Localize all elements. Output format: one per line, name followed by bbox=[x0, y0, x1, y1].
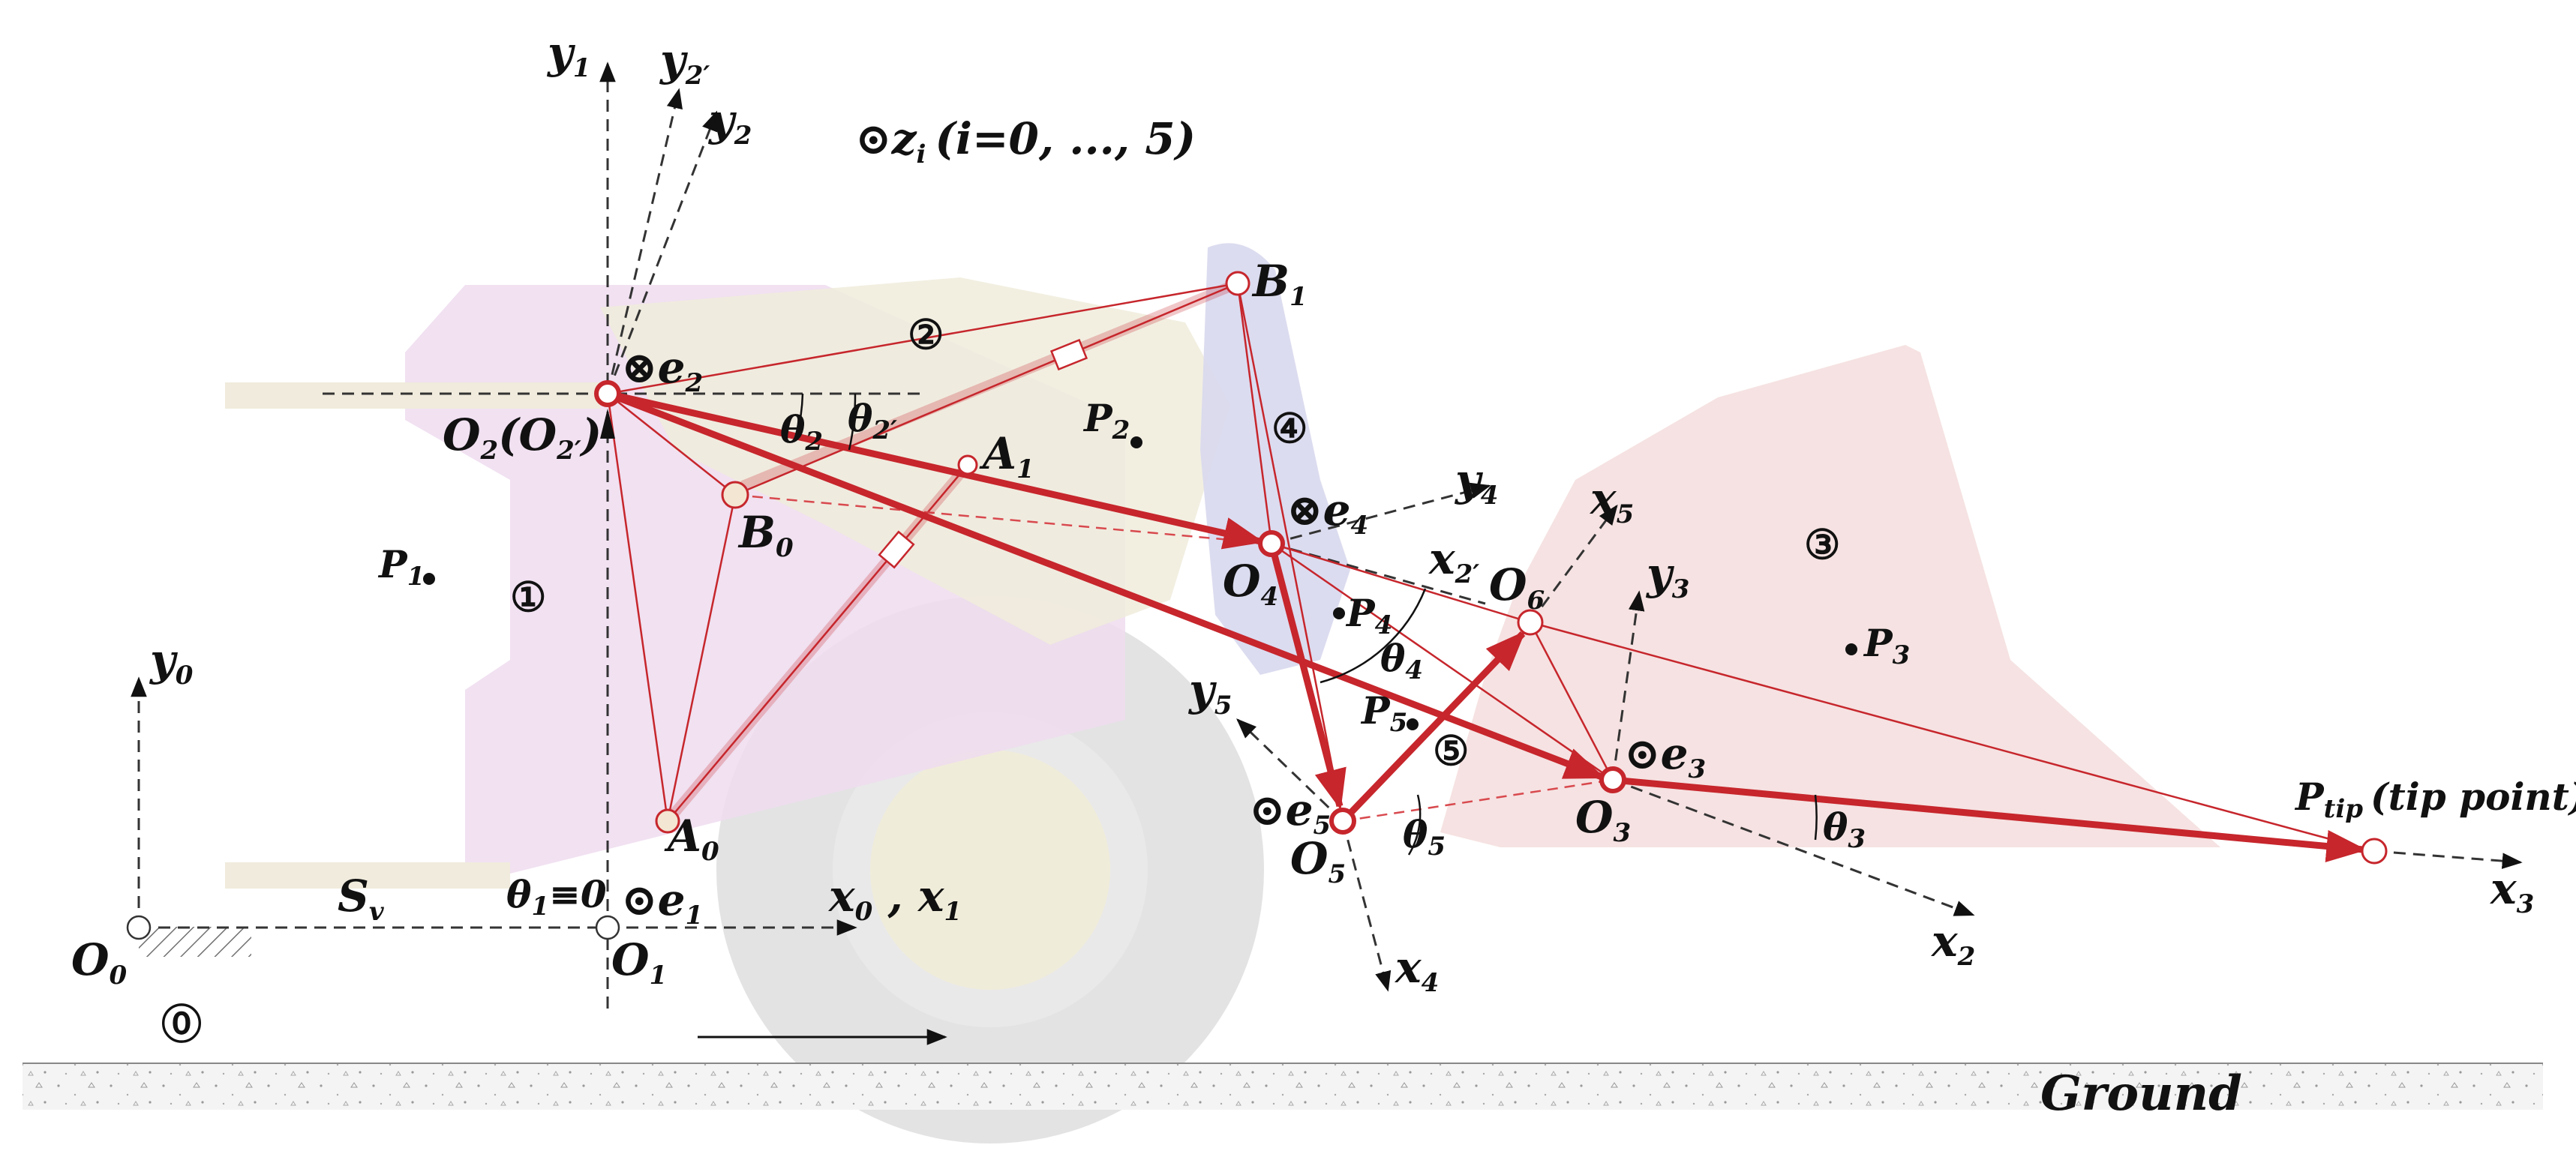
label-Ptip: Ptip(tip point) bbox=[2294, 775, 2576, 824]
axis-y3 bbox=[1611, 590, 1645, 781]
label-e4: ⊗e4 bbox=[1286, 484, 1368, 541]
label-theta1: θ1≡0 bbox=[506, 872, 607, 922]
axis-y2 bbox=[606, 110, 718, 394]
label-zi: ⊙zi(i=0, ..., 5) bbox=[855, 113, 1196, 169]
label-P3: P3 bbox=[1863, 621, 1910, 670]
label-O0: O0 bbox=[71, 934, 128, 991]
label-B0: B0 bbox=[737, 507, 794, 563]
axis-x2p bbox=[1271, 542, 1486, 605]
label-y5: y5 bbox=[1187, 664, 1232, 721]
label-O1: O1 bbox=[611, 934, 667, 991]
label-Sv: Sv bbox=[338, 871, 385, 927]
label-theta2p: θ2′ bbox=[848, 396, 897, 445]
joint-O2-arrow bbox=[600, 409, 615, 439]
axis-x3 bbox=[2373, 850, 2523, 869]
joint-A1 bbox=[957, 454, 978, 475]
joint-A0 bbox=[655, 808, 680, 834]
bold-vectors bbox=[606, 390, 2367, 863]
axis-y2p bbox=[606, 88, 683, 394]
body-3-number: ③ bbox=[1804, 520, 1840, 568]
joint-O6 bbox=[1517, 609, 1544, 636]
body-0-number: ⓪ bbox=[161, 1000, 202, 1048]
body-2-number: ② bbox=[908, 310, 944, 358]
label-P2: P2 bbox=[1082, 396, 1130, 445]
label-x4: x4 bbox=[1394, 942, 1439, 998]
label-y0: y0 bbox=[149, 634, 194, 691]
ground bbox=[23, 1063, 2543, 1110]
body-3-shape bbox=[1440, 345, 2220, 847]
body-4-shape bbox=[1200, 243, 1350, 675]
label-P5: P5 bbox=[1360, 688, 1407, 738]
axis-x5 bbox=[1529, 504, 1618, 623]
label-y4: y4 bbox=[1454, 454, 1498, 511]
label-O2: O2(O2′) bbox=[443, 409, 602, 466]
label-O4: O4 bbox=[1223, 556, 1278, 612]
label-e3: ⊙e3 bbox=[1624, 728, 1706, 784]
joint-O4 bbox=[1258, 530, 1285, 557]
joint-O2 bbox=[594, 380, 621, 407]
label-P1: P1 bbox=[377, 542, 425, 592]
body-4-number: ④ bbox=[1271, 404, 1308, 452]
cylinder-B0-B1 bbox=[740, 278, 1240, 491]
cylinder-rod-lower bbox=[225, 862, 510, 889]
joint-B0 bbox=[721, 481, 749, 509]
label-e5: ⊙e5 bbox=[1249, 784, 1331, 841]
label-P4: P4 bbox=[1345, 591, 1392, 640]
label-e2: ⊗e2 bbox=[621, 342, 703, 398]
joints bbox=[594, 271, 2388, 865]
label-theta2: θ2 bbox=[780, 407, 823, 457]
label-x5: x5 bbox=[1589, 473, 1634, 529]
body-1-number: ① bbox=[510, 573, 546, 621]
body-5-number: ⑤ bbox=[1433, 727, 1469, 775]
label-x0x1: x0 , x1 bbox=[827, 871, 962, 927]
label-x2p: x2′ bbox=[1428, 533, 1479, 589]
label-O6: O6 bbox=[1489, 559, 1545, 616]
joint-B1 bbox=[1225, 271, 1250, 296]
joint-O5 bbox=[1329, 808, 1356, 835]
mass-centers bbox=[423, 436, 1857, 730]
label-y2: y2 bbox=[707, 94, 752, 151]
thin-links bbox=[606, 282, 2375, 853]
cylinder-rod-left bbox=[225, 382, 600, 409]
label-e1: ⊙e1 bbox=[621, 874, 703, 931]
label-x3: x3 bbox=[2489, 863, 2534, 919]
label-x2: x2 bbox=[1930, 916, 1975, 972]
label-theta5: θ5 bbox=[1403, 812, 1446, 862]
axis-x2 bbox=[1612, 778, 1975, 916]
label-A0: A0 bbox=[664, 811, 719, 867]
label-y2p: y2′ bbox=[659, 34, 710, 91]
label-O5: O5 bbox=[1290, 833, 1346, 889]
ground-hatch bbox=[139, 927, 251, 957]
label-O3: O3 bbox=[1575, 792, 1631, 848]
label-A1: A1 bbox=[979, 428, 1034, 484]
label-y3: y3 bbox=[1645, 548, 1689, 604]
label-ground: Ground bbox=[2040, 1066, 2242, 1122]
label-B1: B1 bbox=[1251, 256, 1308, 312]
cylinder-A0-A1 bbox=[663, 461, 972, 825]
label-theta4: θ4 bbox=[1380, 636, 1423, 685]
angle-arcs bbox=[795, 393, 1818, 856]
joint-Ptip bbox=[2361, 838, 2388, 865]
joint-O1 bbox=[595, 915, 620, 940]
axis-x4 bbox=[1341, 820, 1392, 992]
joint-O0 bbox=[126, 915, 152, 940]
joint-O3 bbox=[1599, 766, 1626, 793]
label-theta3: θ3 bbox=[1823, 805, 1866, 854]
label-y1: y1 bbox=[546, 27, 590, 83]
